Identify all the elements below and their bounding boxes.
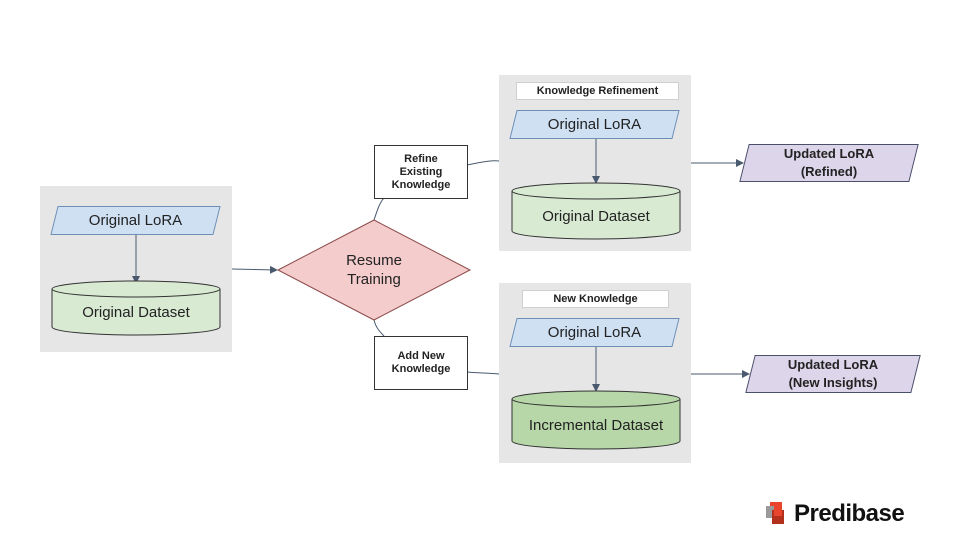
incremental-dataset-cylinder	[511, 390, 681, 450]
new-lora-node: Original LoRA	[509, 318, 680, 347]
curve-refine-to-group	[466, 160, 500, 166]
decision-label: Resume Training	[346, 252, 402, 288]
refine-dataset-cylinder	[511, 182, 681, 240]
refine-existing-knowledge-label: Refine Existing Knowledge	[374, 145, 468, 199]
new-knowledge-title: New Knowledge	[522, 290, 669, 308]
updated-lora-new-insights-node: Updated LoRA (New Insights)	[745, 355, 921, 393]
source-lora-node: Original LoRA	[50, 206, 221, 235]
predibase-brand: Predibase	[766, 500, 905, 528]
arrow-source-to-decision	[231, 265, 278, 274]
curve-decision-to-new	[373, 319, 385, 337]
predibase-logo-icon	[766, 502, 784, 524]
decision-diamond	[276, 219, 472, 321]
new-lora-label: Original LoRA	[547, 324, 642, 341]
source-dataset-label: Original Dataset	[82, 304, 190, 321]
refine-lora-label: Original LoRA	[547, 116, 642, 133]
refine-edge-text: Refine Existing Knowledge	[391, 152, 451, 191]
new-edge-text: Add New Knowledge	[391, 350, 451, 375]
curve-new-to-group	[466, 371, 500, 375]
source-dataset-node: Original Dataset	[51, 280, 221, 336]
updated-lora-refined-node: Updated LoRA (Refined)	[739, 144, 919, 182]
source-dataset-cylinder	[51, 280, 221, 336]
source-lora-label: Original LoRA	[88, 212, 183, 229]
add-new-knowledge-label: Add New Knowledge	[374, 336, 468, 390]
predibase-wordmark: Predibase	[794, 500, 905, 527]
incremental-dataset-node: Incremental Dataset	[511, 390, 681, 450]
updated-lora-refined-label: Updated LoRA (Refined)	[783, 146, 875, 179]
refine-dataset-label: Original Dataset	[542, 208, 650, 225]
updated-lora-new-insights-label: Updated LoRA (New Insights)	[787, 357, 879, 390]
refine-lora-node: Original LoRA	[509, 110, 680, 139]
refine-dataset-node: Original Dataset	[511, 182, 681, 240]
curve-decision-to-refine	[373, 197, 385, 221]
knowledge-refinement-title: Knowledge Refinement	[516, 82, 679, 100]
incremental-dataset-label: Incremental Dataset	[528, 417, 664, 434]
